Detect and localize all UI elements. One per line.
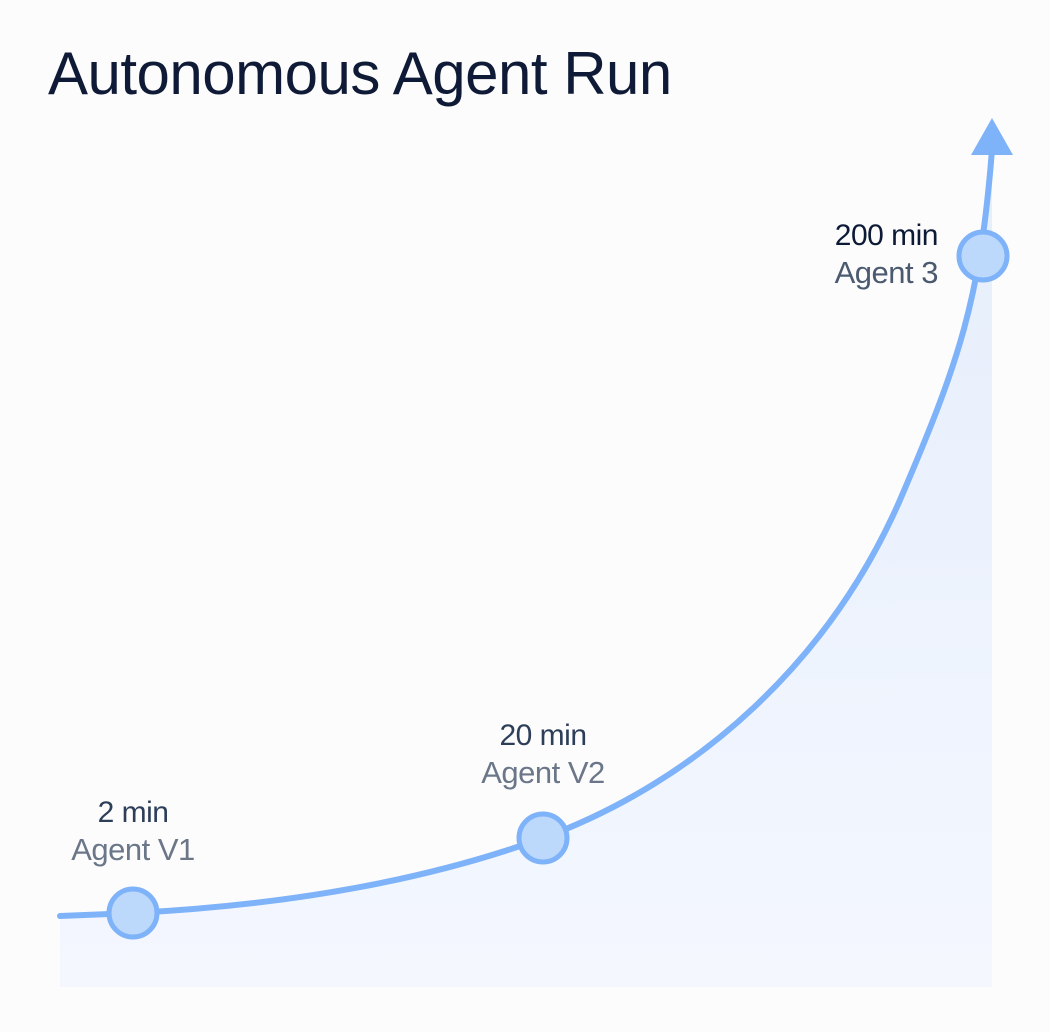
value-label: 200 min (834, 219, 939, 252)
series-name: Agent V1 (71, 832, 195, 867)
data-label-agent-3: 200 min Agent 3 (780, 218, 939, 291)
marker-agent-v1 (106, 886, 160, 940)
value-label: 20 min (499, 719, 587, 752)
series-name: Agent 3 (834, 255, 939, 290)
data-label-agent-v2: 20 min Agent V2 (463, 718, 623, 791)
value-label: 2 min (97, 796, 169, 829)
area-fill (60, 130, 992, 987)
chart-title: Autonomous Agent Run (48, 40, 672, 107)
marker-agent-3 (956, 229, 1010, 283)
marker-agent-v2 (516, 811, 570, 865)
arrow-head-icon (971, 118, 1013, 155)
growth-curve (57, 147, 995, 919)
data-label-agent-v1: 2 min Agent V1 (58, 795, 208, 868)
series-name: Agent V2 (481, 755, 605, 790)
